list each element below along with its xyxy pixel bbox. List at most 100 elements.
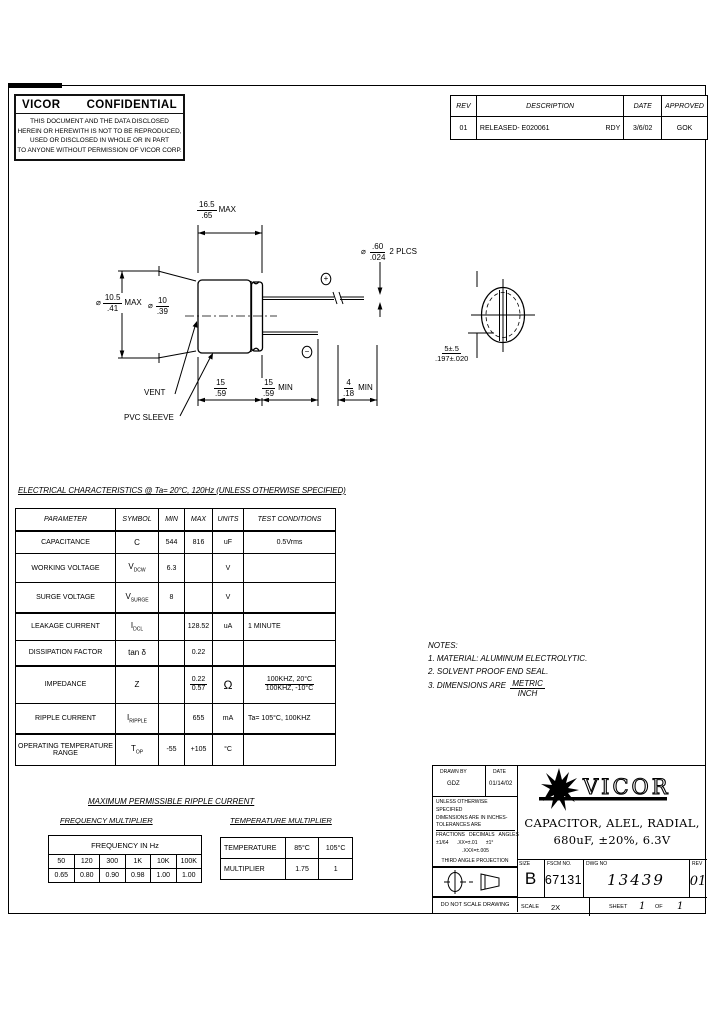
cell-min: 8 (158, 582, 185, 613)
tolerance-line: TOLERANCES ARE (436, 822, 482, 829)
rule (433, 796, 517, 797)
third-angle-projection-icon (444, 870, 500, 894)
fscm-label: FSCM NO. (547, 861, 572, 867)
rev-label: REV (692, 861, 703, 867)
dim-lead-length-min: 15.59 MIN (260, 378, 294, 399)
vicor-logo: VICOR (539, 768, 671, 811)
description-col-header: DESCRIPTION (475, 95, 625, 117)
grid-line (517, 897, 707, 898)
table-row: TEMPERATURE 85°C 105°C (220, 837, 353, 859)
cell-units: V (212, 582, 244, 613)
dim-lead-spacing: 5±.5.197±.020 (432, 344, 472, 363)
tolerance-line: DIMENSIONS ARE IN INCHES- (436, 814, 508, 821)
note-item-text: 3. DIMENSIONS ARE (428, 680, 506, 690)
fscm-value: 67131 (544, 873, 583, 887)
dim-in: .59 (215, 388, 227, 398)
top-dimension-lines (197, 225, 263, 273)
cell-units (212, 640, 244, 666)
cell-units: uA (212, 611, 244, 641)
symbol-subscript: SURGE (130, 596, 149, 603)
title-block-divider (517, 766, 518, 912)
note-item: 2. SOLVENT PROOF END SEAL. (428, 667, 549, 677)
confidential-word: CONFIDENTIAL (86, 99, 177, 111)
test-top: 100KHZ, 20°C (264, 676, 315, 686)
rev-value: 01 (450, 116, 477, 140)
tolerance-line: FRACTIONS DECIMALS ANGLES (436, 830, 519, 838)
multiplier-value: 0.65 (48, 868, 75, 883)
cell-units: °C (212, 732, 244, 766)
table-row: FREQUENCY IN Hz (48, 835, 202, 855)
cell-symbol: I (126, 712, 130, 722)
rev-value: 01 (689, 874, 707, 889)
date-value: 01/14/02 (489, 781, 513, 787)
max-at-minus10c: 0.57 (191, 685, 206, 693)
ohm-symbol: Ω (223, 677, 233, 692)
dia-symbol: ⌀ (361, 247, 366, 257)
cell-parameter: RIPPLE CURRENT (15, 703, 116, 734)
minus-polarity-mark: − (304, 347, 310, 356)
multiplier-value: 0.90 (99, 868, 126, 883)
cell-parameter: LEAKAGE CURRENT (15, 611, 116, 641)
multiplier-value: 1.00 (150, 868, 177, 883)
dim-mm: 15 (262, 378, 276, 389)
leads (262, 291, 364, 335)
dim-in: .024 (369, 252, 386, 262)
corner-mark (8, 83, 62, 88)
cell-test (243, 640, 336, 666)
dim-body-diameter: ⌀ 10.5.41 MAX (95, 293, 143, 314)
notes-title: NOTES: (428, 641, 458, 650)
cell-parameter: IMPEDANCE (15, 664, 116, 704)
dim-in: .65 (201, 210, 213, 220)
metric-label: METRIC (510, 678, 545, 690)
vent-leader (174, 321, 198, 395)
dim-in: .59 (263, 388, 275, 398)
frequency-header: FREQUENCY IN Hz (48, 835, 202, 855)
body-dia-dimension (118, 266, 197, 363)
number-grid: SIZE B FSCM NO. 67131 DWG NO 13439 REV 0… (517, 859, 707, 916)
multiplier-value: 1.00 (175, 868, 202, 883)
confidential-title: VICOR CONFIDENTIAL (16, 96, 183, 114)
do-not-scale-label: DO NOT SCALE DRAWING (440, 902, 510, 908)
dim-mm: 10 (155, 296, 169, 307)
dim-suffix: MAX (218, 205, 236, 215)
projection-label: THIRD ANGLE PROJECTION (433, 858, 517, 868)
dwg-no-value: 13439 (607, 871, 665, 889)
capacitor-drawing (118, 225, 535, 417)
cell-max: 0.22 (184, 640, 213, 666)
cell-parameter: DISSIPATION FACTOR (15, 640, 116, 666)
dim-in: .18 (343, 388, 355, 398)
freq-value: 300 (99, 854, 126, 869)
dwg-no-label: DWG NO (586, 861, 608, 867)
date-value: 3/6/02 (623, 116, 663, 140)
table-row: LEAKAGE CURRENT IDCL 128.52 uA 1 MINUTE (15, 611, 336, 641)
vicor-logo-text: VICOR (582, 775, 671, 799)
dim-body-length-max: 16.5.65 MAX (196, 200, 237, 221)
cell-parameter: OPERATING TEMPERATURE RANGE (15, 732, 116, 766)
rev-col-header: REV (450, 95, 477, 117)
dim-suffix: MAX (124, 298, 142, 308)
dim-in: .39 (156, 306, 168, 316)
confidential-line: HEREIN OR HEREWITH IS NOT TO BE REPRODUC… (17, 127, 182, 135)
tolerance-line: UNLESS OTHERWISE SPECIFIED (436, 799, 488, 813)
cell-symbol: I (130, 621, 134, 631)
grid-line (589, 898, 590, 916)
cell-test (243, 732, 336, 766)
col-min: MIN (158, 508, 185, 532)
temperature-multiplier-table: TEMPERATURE 85°C 105°C MULTIPLIER 1.75 1 (220, 837, 353, 880)
date-label: DATE (493, 769, 506, 775)
max-at-20c: 0.22 (189, 676, 208, 686)
cell-test (243, 553, 336, 583)
electrical-table: PARAMETER SYMBOL MIN MAX UNITS TEST COND… (15, 508, 336, 766)
cell-test: 0.5Vrms (243, 530, 336, 554)
cell-parameter: SURGE VOLTAGE (15, 582, 116, 613)
description-tag: RDY (605, 124, 621, 132)
pvc-sleeve-label: PVC SLEEVE (124, 413, 174, 422)
tolerance-block: UNLESS OTHERWISE SPECIFIED DIMENSIONS AR… (436, 799, 519, 855)
dim-suffix: 2 PLCS (389, 247, 417, 257)
table-row: CAPACITANCE C 544 816 uF 0.5Vrms (15, 530, 336, 554)
col-parameter: PARAMETER (15, 508, 116, 532)
electrical-table-title: ELECTRICAL CHARACTERISTICS @ Ta= 20°C, 1… (18, 486, 346, 495)
approved-value: GOK (661, 116, 708, 140)
